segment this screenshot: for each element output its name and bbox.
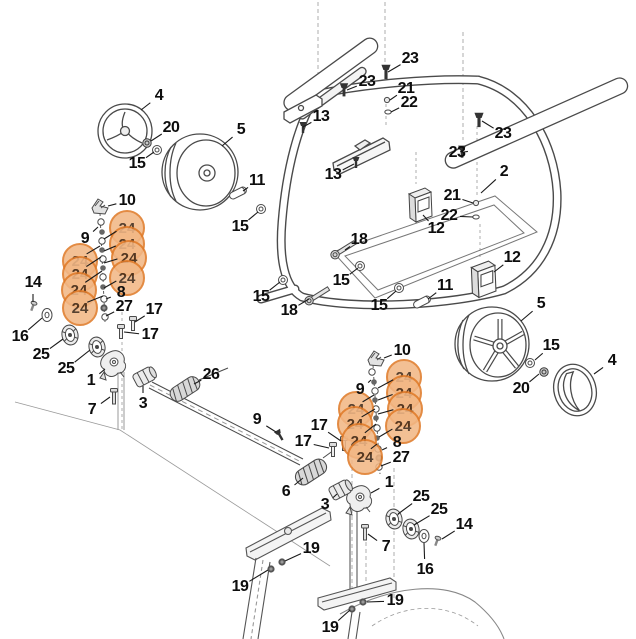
- part-callout-4[interactable]: 4: [607, 352, 617, 369]
- highlighted-part-circle-left-spacer-stack[interactable]: 24: [62, 290, 98, 326]
- part-callout-25[interactable]: 25: [430, 501, 448, 518]
- part-callout-23[interactable]: 23: [494, 125, 512, 142]
- part-callout-14[interactable]: 14: [455, 516, 473, 533]
- part-callout-15[interactable]: 15: [252, 288, 270, 305]
- part-callout-10[interactable]: 10: [393, 342, 411, 359]
- part-callout-14[interactable]: 14: [24, 274, 42, 291]
- part-callout-5[interactable]: 5: [536, 295, 546, 312]
- part-callout-16[interactable]: 16: [416, 561, 434, 578]
- part-callout-27[interactable]: 27: [392, 449, 410, 466]
- part-callout-15[interactable]: 15: [332, 272, 350, 289]
- part-callout-17[interactable]: 17: [141, 326, 159, 343]
- part-callout-15[interactable]: 15: [128, 155, 146, 172]
- part-callout-8[interactable]: 8: [116, 284, 126, 301]
- part-callout-16[interactable]: 16: [11, 328, 29, 345]
- part-callout-11[interactable]: 11: [437, 277, 453, 294]
- part-callout-7[interactable]: 7: [87, 401, 97, 418]
- highlighted-part-number: 24: [71, 299, 89, 317]
- highlighted-part-number: 24: [394, 417, 412, 435]
- part-callout-20[interactable]: 20: [512, 380, 530, 397]
- part-callout-25[interactable]: 25: [32, 346, 50, 363]
- part-callout-17[interactable]: 17: [145, 301, 163, 318]
- part-callout-5[interactable]: 5: [236, 121, 246, 138]
- part-callout-8[interactable]: 8: [392, 434, 402, 451]
- part-callout-18[interactable]: 18: [280, 302, 298, 319]
- part-callout-19[interactable]: 19: [302, 540, 320, 557]
- part-callout-9[interactable]: 9: [355, 381, 365, 398]
- part-callout-19[interactable]: 19: [231, 578, 249, 595]
- highlighted-part-circle-left-spacer-stack[interactable]: 24: [109, 260, 145, 296]
- part-callout-17[interactable]: 17: [310, 417, 328, 434]
- part-callout-6[interactable]: 6: [281, 483, 291, 500]
- part-callout-18[interactable]: 18: [350, 231, 368, 248]
- part-callout-9[interactable]: 9: [252, 411, 262, 428]
- part-callout-9[interactable]: 9: [80, 230, 90, 247]
- part-callout-25[interactable]: 25: [57, 360, 75, 377]
- part-callout-19[interactable]: 19: [321, 619, 339, 636]
- part-callout-3[interactable]: 3: [138, 395, 148, 412]
- part-callout-7[interactable]: 7: [381, 538, 391, 555]
- highlighted-part-circle-right-spacer-stack[interactable]: 24: [347, 439, 383, 475]
- part-callout-1[interactable]: 1: [86, 372, 96, 389]
- part-callout-23[interactable]: 23: [358, 73, 376, 90]
- part-callout-25[interactable]: 25: [412, 488, 430, 505]
- part-callout-17[interactable]: 17: [294, 433, 312, 450]
- part-callout-20[interactable]: 20: [162, 119, 180, 136]
- part-callout-22[interactable]: 22: [440, 207, 458, 224]
- part-callout-2[interactable]: 2: [499, 163, 509, 180]
- part-callout-13[interactable]: 13: [324, 166, 342, 183]
- part-callout-27[interactable]: 27: [115, 298, 133, 315]
- part-callout-12[interactable]: 12: [503, 249, 521, 266]
- part-callout-23[interactable]: 23: [401, 50, 419, 67]
- part-callout-21[interactable]: 21: [397, 80, 415, 97]
- part-callout-1[interactable]: 1: [384, 474, 394, 491]
- highlighted-part-number: 24: [356, 448, 374, 466]
- part-callout-4[interactable]: 4: [154, 87, 164, 104]
- part-callout-22[interactable]: 22: [400, 94, 418, 111]
- highlighted-part-circle-right-spacer-stack[interactable]: 24: [385, 408, 421, 444]
- part-callout-19[interactable]: 19: [386, 592, 404, 609]
- part-callout-12[interactable]: 12: [427, 220, 445, 237]
- part-callout-10[interactable]: 10: [118, 192, 136, 209]
- part-callout-3[interactable]: 3: [320, 496, 330, 513]
- part-callout-15[interactable]: 15: [542, 337, 560, 354]
- part-callout-15[interactable]: 15: [231, 218, 249, 235]
- part-callout-11[interactable]: 11: [249, 172, 265, 189]
- part-callout-15[interactable]: 15: [370, 297, 388, 314]
- part-callout-26[interactable]: 26: [202, 366, 220, 383]
- part-callout-13[interactable]: 13: [312, 108, 330, 125]
- part-callout-21[interactable]: 21: [443, 187, 461, 204]
- part-callout-23[interactable]: 23: [448, 144, 466, 161]
- highlighted-part-number: 24: [118, 269, 136, 287]
